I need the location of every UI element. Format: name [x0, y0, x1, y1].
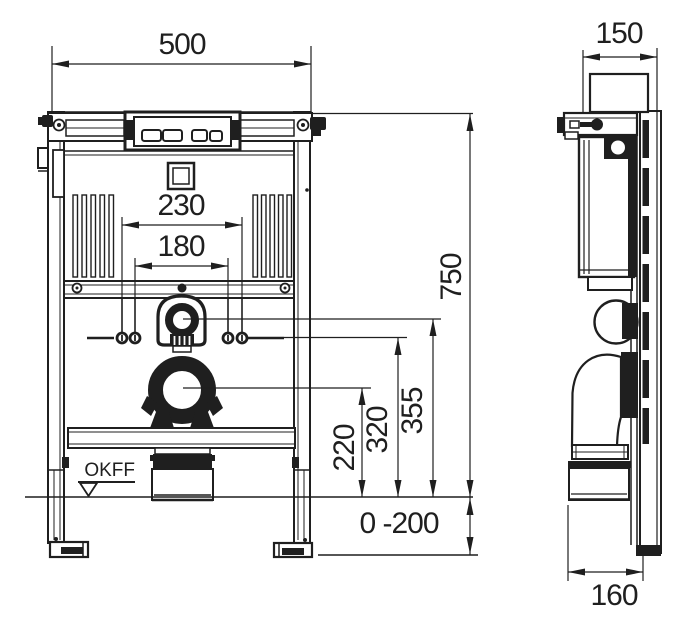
- dim-fixing-spacing-label: 180: [157, 230, 205, 263]
- support-feet: [48, 537, 314, 559]
- side-drain-outlet: [568, 444, 631, 501]
- dim-flush-bend-height-label: 355: [396, 387, 429, 435]
- drain-socket: [141, 356, 223, 428]
- dimension-arrows: [52, 53, 657, 576]
- dim-actuation-width-label: 230: [157, 189, 205, 222]
- side-cistern: [577, 133, 637, 291]
- side-view: [557, 72, 662, 556]
- side-flush-connector: [622, 303, 638, 339]
- floor-level-triangle: [78, 482, 99, 498]
- dimension-system: [25, 46, 658, 581]
- leader-lines: [183, 112, 473, 389]
- dim-drain-height-label: 220: [328, 424, 361, 472]
- side-foot: [636, 545, 661, 556]
- side-cover-box: [588, 72, 650, 114]
- dim-frame-depth-label: 150: [595, 17, 643, 50]
- extension-lines: [51, 46, 658, 581]
- finished-floor-label: OKFF: [78, 461, 135, 483]
- bottom-rail: [62, 427, 299, 468]
- side-actuation-bar: [557, 111, 639, 140]
- drain-pipe-stub: [150, 447, 215, 502]
- dim-frame-width-label: 500: [158, 28, 206, 61]
- side-water-connection: [604, 135, 635, 159]
- inspection-opening: [166, 161, 196, 191]
- dim-floor-range-label: 0 -200: [359, 507, 439, 540]
- side-drain-fitting: [621, 352, 638, 418]
- rib-panels: [72, 194, 293, 278]
- side-drain-elbow: [570, 353, 623, 448]
- dim-frame-height-label: 750: [435, 253, 468, 301]
- dim-drain-depth-label: 160: [590, 579, 638, 612]
- actuation-unit-box: [123, 110, 242, 152]
- front-view: [37, 110, 326, 559]
- corner-fasteners: [37, 115, 326, 198]
- dim-fixing-height-label: 320: [361, 406, 394, 454]
- flush-bend-connector: [156, 294, 207, 353]
